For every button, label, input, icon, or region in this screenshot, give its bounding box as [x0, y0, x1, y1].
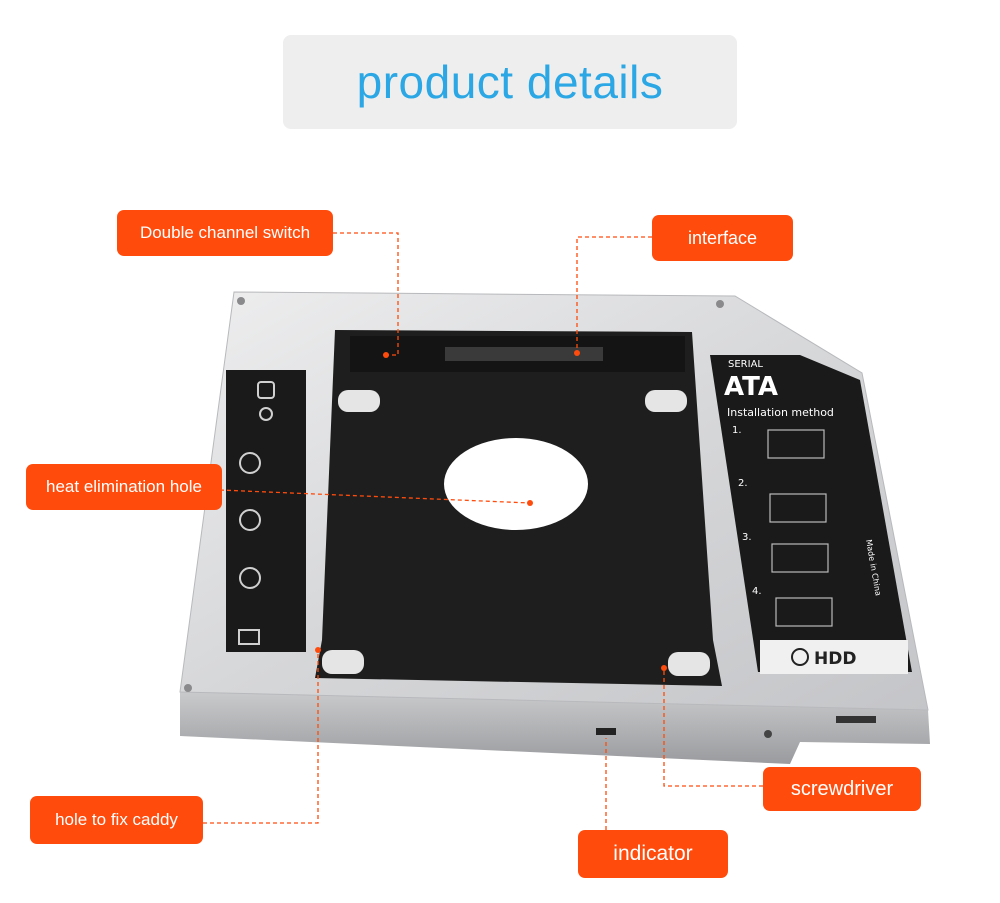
step-number: 1.	[732, 425, 742, 436]
callout-text: indicator	[613, 842, 693, 865]
page-title: product details	[356, 56, 664, 108]
callout-screwdriver: screwdriver	[763, 767, 921, 811]
step-sketch	[775, 597, 833, 627]
fragile-icon	[259, 407, 273, 421]
step-sketch	[769, 493, 827, 523]
hdd-caddy: SERIAL ATA Installation method 1. 2. 3. …	[179, 291, 930, 764]
indicator-slot	[596, 728, 616, 735]
screw	[237, 297, 245, 305]
hdd-label-box	[760, 640, 908, 674]
callout-text: hole to fix caddy	[55, 810, 178, 829]
leader-fix-caddy	[203, 650, 319, 824]
heat-elimination-hole-shape	[444, 438, 588, 530]
screw	[716, 300, 724, 308]
serial-label: SERIAL	[728, 359, 763, 370]
leader-dots	[315, 350, 667, 671]
step-sketch	[771, 543, 829, 573]
callout-hole-to-fix-caddy: hole to fix caddy	[30, 796, 203, 844]
installation-title: Installation method	[727, 406, 834, 419]
hdd-icon	[791, 648, 809, 666]
leader-dot	[661, 665, 667, 671]
callout-double-channel-switch: Double channel switch	[117, 210, 333, 256]
step-number: 4.	[752, 586, 762, 597]
caddy-notch	[668, 652, 710, 676]
leader-double-channel	[333, 232, 399, 356]
installation-label	[710, 355, 912, 672]
leader-screwdriver	[663, 668, 763, 787]
sata-connector-pins	[445, 347, 603, 361]
hdd-label: HDD	[814, 649, 856, 669]
leader-dot	[383, 352, 389, 358]
caddy-notch	[338, 390, 380, 412]
leader-dot	[315, 647, 321, 653]
storage-icon	[257, 381, 275, 399]
no-drop-icon	[239, 452, 261, 474]
step-number: 2.	[738, 478, 748, 489]
no-magnet-icon	[239, 567, 261, 589]
step-number: 3.	[742, 532, 752, 543]
eject-slot	[836, 716, 876, 723]
callout-text: interface	[687, 227, 758, 248]
caddy-front-edge	[180, 692, 930, 764]
caddy-notch	[645, 390, 687, 412]
title-banner: product details	[283, 35, 737, 129]
callout-text: heat elimination hole	[46, 477, 202, 496]
leader-dot	[527, 500, 533, 506]
ata-label: ATA	[724, 372, 778, 402]
screw	[184, 684, 192, 692]
eject-hole	[764, 730, 772, 738]
callout-heat-elimination-hole: heat elimination hole	[26, 464, 222, 510]
leader-heat-hole	[219, 489, 531, 504]
no-press-icon	[239, 509, 261, 531]
callout-text: Double channel switch	[139, 223, 311, 242]
callout-text: screwdriver	[790, 777, 894, 800]
leader-dot	[574, 350, 580, 356]
caddy-notch	[322, 650, 364, 674]
leader-interface	[576, 236, 652, 353]
callout-interface: interface	[652, 215, 793, 261]
manual-icon	[238, 629, 260, 645]
leader-lines	[203, 232, 763, 830]
warning-label-strip	[226, 370, 306, 652]
callout-indicator: indicator	[578, 830, 728, 878]
step-sketch	[767, 429, 825, 459]
